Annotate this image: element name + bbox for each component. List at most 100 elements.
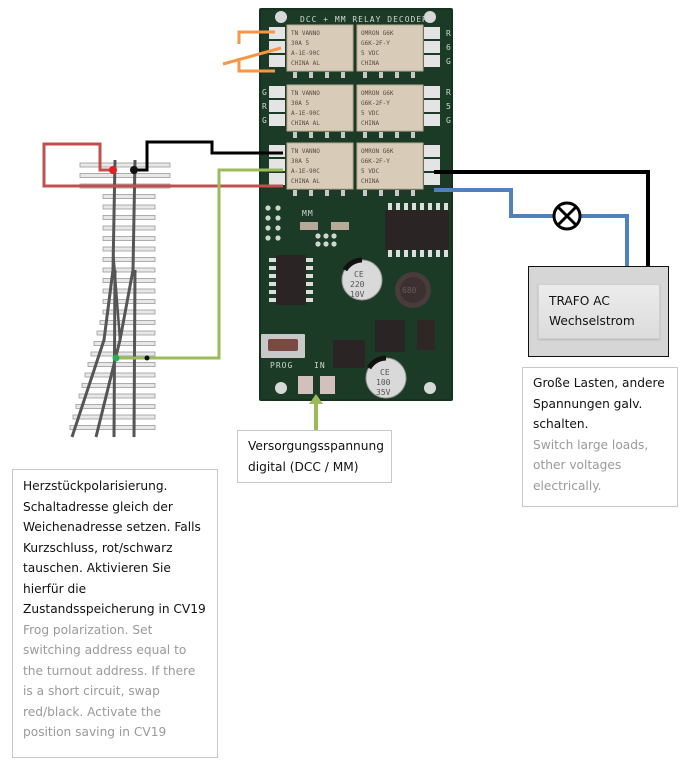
track-sleeper (90, 351, 156, 357)
wire-junction-dot (144, 355, 150, 361)
relay-label: OMRON G6K (361, 90, 394, 97)
relay-pin (309, 190, 313, 196)
terminal-label: R (446, 88, 452, 97)
mm-label: MM (302, 209, 314, 218)
ic-pin (444, 203, 448, 210)
relay-pin (395, 72, 399, 78)
track-sleeper (102, 309, 156, 315)
ic-pin (404, 203, 408, 210)
track-sleeper (96, 330, 156, 336)
relay-label: CHINA (361, 178, 379, 185)
terminal-label: G (262, 116, 268, 125)
ic-pin (306, 258, 313, 262)
ic-pin (269, 274, 276, 278)
relay-pin (363, 72, 367, 78)
supply-arrow-head (309, 394, 323, 404)
via (275, 235, 281, 241)
track-sleeper (78, 393, 156, 399)
loads-note-german: Große Lasten, andere Spannungen galv. sc… (533, 376, 665, 431)
svg-text:100: 100 (376, 378, 391, 387)
via (265, 215, 271, 221)
relay-label: A-1E-90C (291, 110, 320, 117)
ic-pin (306, 274, 313, 278)
via (275, 215, 281, 221)
relay-label: CHINA (361, 60, 379, 67)
large-loads-note: Große Lasten, andere Spannungen galv. sc… (522, 367, 678, 507)
track-sleeper (84, 372, 156, 378)
via (275, 225, 281, 231)
relay-label: G6K-2F-Y (361, 158, 390, 165)
black-connection-dot (130, 166, 138, 174)
via (265, 205, 271, 211)
screw-terminal-left (269, 114, 285, 126)
screw-terminal-right (424, 159, 440, 171)
prog-button[interactable] (261, 334, 305, 358)
diode (417, 320, 435, 350)
relay-label: 5 VDC (361, 168, 379, 175)
red-wire-frog (42, 142, 283, 188)
relay-pin (325, 72, 329, 78)
relay-label: G6K-2F-Y (361, 100, 390, 107)
relay-label: G6K-2F-Y (361, 40, 390, 47)
terminal-label: R (446, 29, 452, 38)
terminal-label: 6 (446, 43, 452, 52)
screw-terminal-right (424, 86, 440, 98)
svg-text:220: 220 (350, 280, 365, 289)
screw-terminal-left (269, 173, 285, 185)
track-rail (70, 159, 117, 438)
via (315, 241, 321, 247)
screw-terminal-right (424, 173, 440, 185)
relay-pin (363, 190, 367, 196)
loads-note-english: Switch large loads, other voltages elect… (533, 437, 649, 493)
relay-pin (309, 132, 313, 138)
relay-pin (363, 132, 367, 138)
ic-pin (269, 298, 276, 302)
transformer-label: TRAFO AC Wechselstrom (538, 284, 660, 339)
track-rail (132, 269, 137, 438)
capacitor-100uf: CE 100 35V (365, 355, 407, 399)
svg-text:35V: 35V (376, 388, 391, 397)
red-connection-dot (109, 166, 117, 174)
via (331, 233, 337, 239)
screw-terminal-right (424, 41, 440, 53)
inductor: 680 (395, 272, 431, 308)
screw-terminal-right (424, 114, 440, 126)
power-input-terminal (320, 376, 335, 394)
screw-terminal-right (424, 145, 440, 157)
svg-text:10V: 10V (350, 290, 365, 299)
mounting-hole (424, 11, 436, 23)
svg-text:CE: CE (354, 270, 364, 279)
orange-wire-top (237, 30, 275, 44)
relay-label: TN VANNO (291, 30, 320, 37)
ic-pin (404, 250, 408, 257)
screw-terminal-right (424, 100, 440, 112)
ic-pin (306, 266, 313, 270)
via (331, 241, 337, 247)
relay-label: 30A 5 (291, 100, 309, 107)
smd-resistor (300, 222, 318, 230)
trafo-line1: TRAFO AC (549, 294, 610, 308)
track-rail (112, 269, 117, 438)
track-sleeper (87, 362, 156, 367)
ic-pin (388, 250, 392, 257)
mounting-hole (275, 11, 287, 23)
screw-terminal-left (269, 159, 285, 171)
relay-label: 5 VDC (361, 110, 379, 117)
prog-label: PROG (270, 361, 293, 370)
ic-chip-right (385, 210, 449, 250)
relay-label: 30A 5 (291, 158, 309, 165)
ic-pin (269, 258, 276, 262)
screw-terminal-left (269, 145, 285, 157)
track-sleeper (102, 194, 156, 199)
track-sleeper (102, 278, 156, 283)
ic-pin (436, 250, 440, 257)
ic-pin (306, 282, 313, 286)
track-sleeper (102, 204, 156, 210)
board-title: DCC + MM RELAY DECODER (300, 15, 428, 24)
relay-pin (395, 190, 399, 196)
ic-pin (420, 203, 424, 210)
ic-pin (269, 266, 276, 270)
frog-rail (111, 249, 122, 341)
